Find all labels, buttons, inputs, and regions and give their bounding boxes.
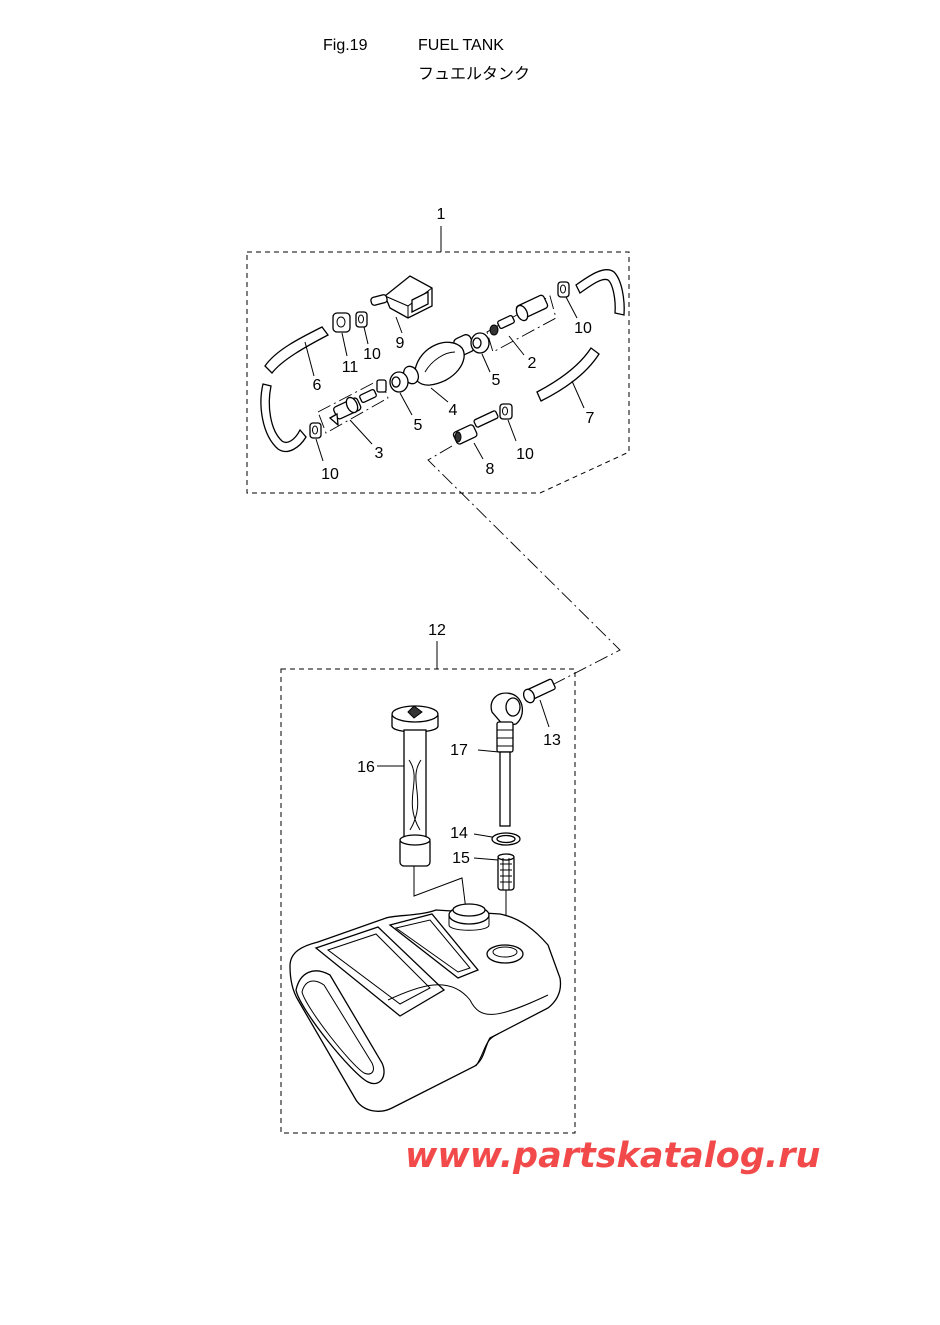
- leader-10-bottom-middle: [507, 419, 517, 442]
- leader-11: [341, 332, 348, 357]
- leader-2: [508, 335, 525, 356]
- callout-10-bottom-left: 10: [321, 466, 339, 483]
- fitting-13: [522, 678, 556, 704]
- title-english: FUEL TANK: [418, 37, 504, 54]
- callout-6: 6: [313, 377, 322, 394]
- callout-12: 12: [428, 622, 446, 639]
- leader-3: [349, 419, 373, 445]
- leader-15: [473, 857, 499, 861]
- leader-6: [304, 341, 315, 377]
- small-sleeve-left: [376, 379, 387, 393]
- leader-9: [395, 316, 403, 334]
- leader-4: [430, 387, 449, 403]
- connection-line: [427, 445, 621, 685]
- ring-5-left: [389, 371, 409, 393]
- leader-17: [477, 749, 500, 753]
- figure-label: Fig.19: [323, 37, 368, 54]
- callout-10-top-right: 10: [574, 320, 592, 337]
- callout-5-right: 5: [492, 372, 501, 389]
- title-japanese: フュエルタンク: [418, 64, 531, 83]
- guide-line-gauge: [413, 866, 467, 911]
- clip-10-top-right: [557, 281, 570, 298]
- callout-3: 3: [375, 445, 384, 462]
- callout-4: 4: [449, 402, 458, 419]
- hose-assembly-boundary: [246, 251, 630, 494]
- pickup-17: [490, 692, 523, 827]
- ring-5-right: [470, 332, 490, 354]
- leader-10-bottom-left: [315, 438, 324, 462]
- primer-bulb-4: [402, 334, 475, 386]
- callout-10-bottom-middle: 10: [516, 446, 534, 463]
- leader-8: [473, 442, 484, 460]
- callout-15: 15: [452, 850, 470, 867]
- callout-9: 9: [396, 335, 405, 352]
- connector-3-boundary: [317, 378, 389, 434]
- hose-7-upper: [575, 269, 625, 316]
- clip-10-bottom-left: [309, 422, 322, 439]
- callout-1: 1: [437, 206, 446, 223]
- tank-assembly-boundary: [280, 668, 576, 1134]
- leader-13: [539, 699, 550, 728]
- tank-assembly-group: [280, 641, 576, 1134]
- connector-3: [328, 389, 377, 427]
- callout-10-top-left: 10: [363, 346, 381, 363]
- leader-7: [571, 380, 585, 409]
- watermark-url: www.partskatalog.ru: [405, 1136, 821, 1176]
- callout-13: 13: [543, 732, 561, 749]
- callout-17: 17: [450, 742, 468, 759]
- callout-7: 7: [586, 410, 595, 427]
- callout-numbers: 1 2 3 4 5 5 6 7 8 9 10 10 10 10 11 12 13…: [313, 206, 595, 867]
- leader-10-top-left: [363, 326, 369, 345]
- leader-14: [473, 833, 493, 838]
- callout-5-left: 5: [414, 417, 423, 434]
- clip-11: [332, 312, 351, 333]
- callout-2: 2: [528, 355, 537, 372]
- clip-10-top-left: [355, 311, 368, 328]
- fitting-8: [452, 410, 499, 445]
- hose-assembly-group: [246, 226, 630, 494]
- connector-2: [489, 294, 549, 336]
- clip-10-bottom-middle: [499, 403, 513, 420]
- callout-16: 16: [357, 759, 375, 776]
- leader-10-top-right: [565, 296, 578, 319]
- fuel-tank: [289, 903, 562, 1112]
- leader-5-right: [481, 353, 491, 373]
- leader-5-left: [399, 392, 413, 416]
- hose-6-upper: [264, 326, 329, 374]
- o-ring-14: [491, 832, 521, 846]
- hose-7-lower: [536, 347, 600, 402]
- hose-6-lower: [260, 383, 307, 453]
- callout-14: 14: [450, 825, 468, 842]
- callout-11: 11: [342, 359, 359, 376]
- callout-8: 8: [486, 461, 495, 478]
- part-9: [370, 275, 433, 319]
- strainer-15: [497, 853, 515, 891]
- fuel-gauge-16: [391, 705, 439, 867]
